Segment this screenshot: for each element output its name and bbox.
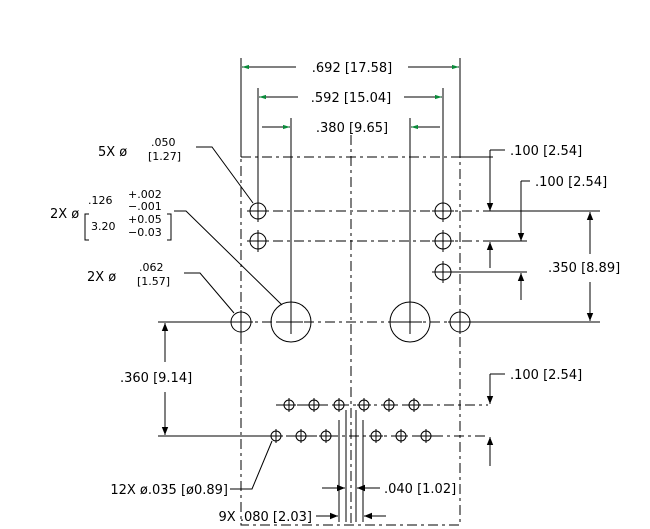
callout-126-tol-mm-minus: −0.03 [128,226,162,239]
callout-062-inch: .062 [139,261,164,274]
pin-hole [419,429,433,443]
dim-360-label: .360 [9.14] [120,371,192,386]
pin-hole [394,429,408,443]
pin-hole [357,398,371,412]
callout-126-mm: 3.20 [91,220,116,233]
small-hole [247,230,269,252]
pin-hole [282,398,296,412]
callout-126-tol-mm-plus: +0.05 [128,213,162,226]
small-hole [432,230,454,252]
callout-126-tol-in-minus: −.001 [128,200,162,213]
dim-035-label: 12X ø.035 [ø0.89] [110,483,228,498]
callout-126-bracket-left [84,213,89,241]
callout-5x-prefix: 5X ø [98,145,127,160]
dim-080-label: 9X .080 [2.03] [219,510,312,525]
dim-380-label: .380 [9.65] [316,121,388,136]
callout-5x-mm: [1.27] [148,150,181,163]
callout-126-inch: .126 [88,194,113,207]
large-hole-right [389,301,431,343]
medium-hole-left [229,310,253,334]
dim-592-label: .592 [15.04] [311,91,391,106]
callout-5x-inch: .050 [151,136,176,149]
small-hole [247,200,269,222]
callout-035-leader [230,440,273,490]
dim-100b-label: .100 [2.54] [535,175,607,190]
pin-hole [307,398,321,412]
dim-692-label: .692 [17.58] [312,61,392,76]
dim-350-label: .350 [8.89] [548,261,620,276]
callout-126-tol-in-plus: +.002 [128,188,162,201]
dim-100c-label: .100 [2.54] [510,368,582,383]
pin-hole [369,429,383,443]
callout-126-prefix: 2X ø [50,207,79,222]
pin-hole [294,429,308,443]
pin-hole [407,398,421,412]
medium-hole-right [448,310,472,334]
callout-126-bracket-right [167,213,172,241]
callout-062-mm: [1.57] [137,275,170,288]
pin-hole [269,429,283,443]
small-hole [432,261,454,283]
pin-hole [319,429,333,443]
callout-062-prefix: 2X ø [87,270,116,285]
dim-040-label: .040 [1.02] [384,482,456,497]
dim-100a-label: .100 [2.54] [510,144,582,159]
large-hole-left [270,301,312,343]
small-hole [432,200,454,222]
pin-hole [382,398,396,412]
pin-hole [332,398,346,412]
callout-5x-leader [196,146,254,204]
callout-126-leader [174,210,283,306]
callout-062-leader [184,272,235,314]
